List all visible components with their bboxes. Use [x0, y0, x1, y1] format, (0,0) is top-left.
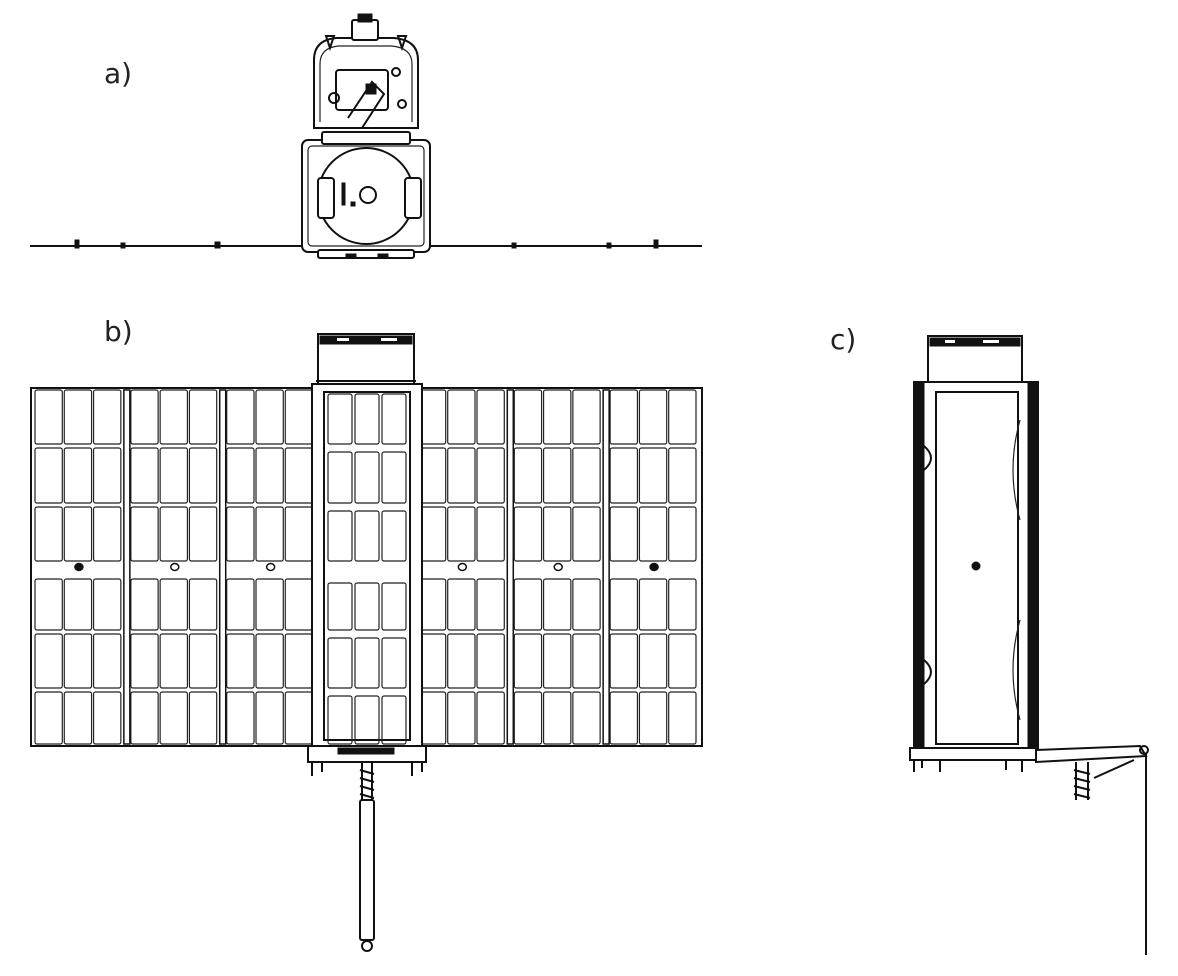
panel-label-b: b)	[104, 315, 133, 348]
panel-hinge-bar	[123, 389, 131, 745]
spring-mechanism	[359, 769, 375, 799]
panel-marker	[74, 562, 84, 572]
side-hinge-arm	[1035, 744, 1148, 764]
panel-hinge-bar	[602, 389, 610, 745]
panel-marker	[553, 562, 563, 572]
panel-marker	[265, 562, 276, 572]
view-a-end-view	[30, 13, 702, 259]
view-b-front-view	[30, 333, 703, 952]
panel-marker	[457, 562, 468, 572]
view-c-side-view	[909, 335, 1149, 955]
panel-label-c: c)	[830, 323, 857, 356]
panel-label-a: a)	[104, 57, 133, 90]
panel-hinge-bar	[218, 389, 227, 745]
panel-marker	[649, 562, 659, 572]
bus-front-frame	[311, 383, 423, 749]
array-hinge-marks	[74, 239, 659, 249]
deployable-boom	[359, 799, 375, 941]
panel-hinge-bar	[506, 389, 515, 745]
panel-marker	[170, 562, 180, 572]
top-antenna	[351, 19, 379, 41]
